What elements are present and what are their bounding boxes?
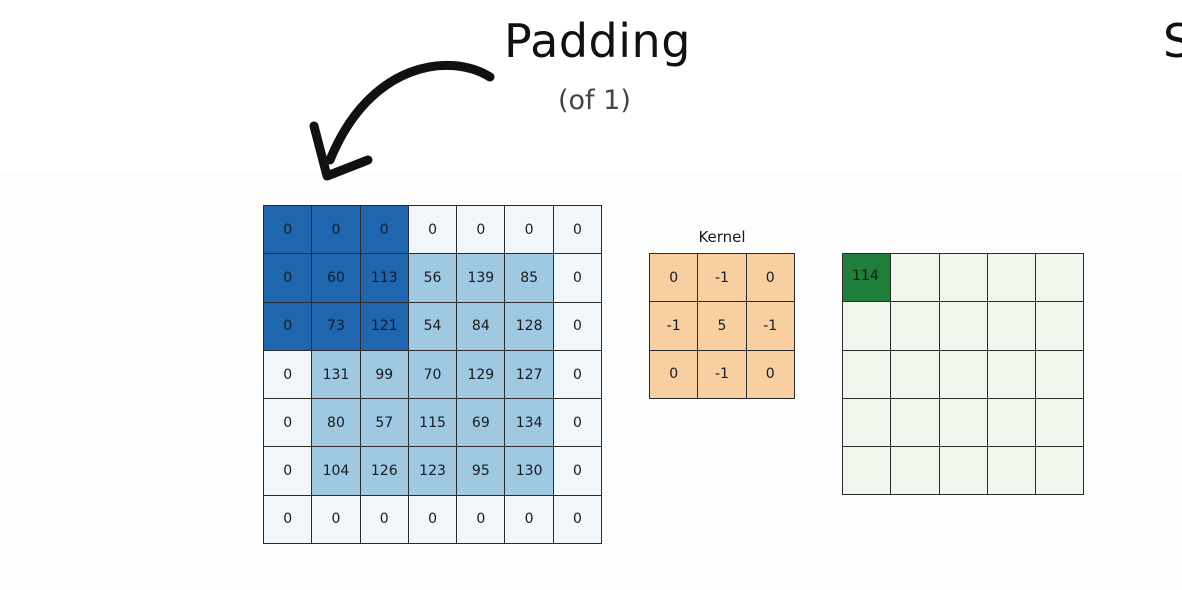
output-cell-1-4 [1036,302,1085,351]
kernel-cell-2-1: -1 [698,350,747,399]
kernel-cell-0-0: 0 [650,254,699,303]
input-cell-2-5: 128 [505,302,554,351]
input-cell-6-3: 0 [408,495,458,545]
input-cell-5-2: 126 [360,447,409,496]
input-cell-5-3: 123 [408,447,458,496]
output-cell-0-2 [939,254,988,303]
output-cell-3-3 [987,398,1037,448]
kernel-cell-2-0: 0 [650,350,699,399]
input-cell-1-1: 60 [312,254,361,303]
input-cell-3-0: 0 [264,350,313,400]
output-cell-2-0 [843,350,892,399]
output-cell-4-1 [891,447,940,496]
output-cell-0-3 [987,254,1037,303]
page-subtitle: (of 1) [558,85,631,116]
input-cell-0-6: 0 [553,206,603,255]
kernel-cell-0-1: -1 [698,254,747,303]
input-cell-6-0: 0 [264,495,313,545]
input-cell-5-0: 0 [264,447,313,496]
input-cell-3-2: 99 [360,350,409,400]
output-cell-2-2 [939,350,988,399]
input-cell-3-6: 0 [553,350,603,400]
output-cell-4-4 [1036,447,1085,496]
input-cell-2-3: 54 [408,302,458,351]
input-cell-0-2: 0 [360,206,409,255]
input-cell-3-3: 70 [408,350,458,400]
input-cell-5-4: 95 [457,447,506,496]
input-cell-4-2: 57 [360,399,409,448]
input-cell-4-5: 134 [505,399,554,448]
output-cell-1-1 [891,302,940,351]
input-cell-4-6: 0 [553,399,603,448]
input-cell-5-5: 130 [505,447,554,496]
input-cell-2-6: 0 [553,302,603,351]
output-cell-0-4 [1036,254,1085,303]
input-cell-1-3: 56 [408,254,458,303]
cropped-next-title: S [1163,14,1182,68]
input-cell-1-4: 139 [457,254,506,303]
input-cell-1-0: 0 [264,254,313,303]
input-cell-0-0: 0 [264,206,313,255]
input-cell-5-1: 104 [312,447,361,496]
kernel-cell-2-2: 0 [746,350,795,399]
output-cell-1-2 [939,302,988,351]
input-cell-6-4: 0 [457,495,506,545]
output-cell-4-2 [939,447,988,496]
output-cell-0-0: 114 [843,254,892,303]
output-cell-4-0 [843,447,892,496]
input-cell-0-1: 0 [312,206,361,255]
input-cell-6-5: 0 [505,495,554,545]
input-cell-6-1: 0 [312,495,361,545]
output-feature-map: 114 [842,253,1085,496]
curved-arrow-icon [309,60,495,181]
input-cell-4-1: 80 [312,399,361,448]
input-cell-4-0: 0 [264,399,313,448]
input-cell-2-2: 121 [360,302,409,351]
input-cell-3-4: 129 [457,350,506,400]
page-title: Padding [504,14,691,68]
output-cell-2-3 [987,350,1037,399]
output-cell-2-4 [1036,350,1085,399]
output-cell-3-4 [1036,398,1085,448]
output-cell-0-1 [891,254,940,303]
input-cell-6-2: 0 [360,495,409,545]
input-cell-0-4: 0 [457,206,506,255]
output-cell-1-3 [987,302,1037,351]
output-cell-3-0 [843,398,892,448]
input-cell-4-4: 69 [457,399,506,448]
input-cell-2-4: 84 [457,302,506,351]
kernel-cell-1-0: -1 [650,302,699,351]
kernel-label: Kernel [698,228,746,246]
input-cell-5-6: 0 [553,447,603,496]
header-band [0,0,1182,172]
input-cell-0-5: 0 [505,206,554,255]
kernel-cell-1-2: -1 [746,302,795,351]
input-cell-4-3: 115 [408,399,458,448]
output-cell-2-1 [891,350,940,399]
input-cell-3-1: 131 [312,350,361,400]
input-cell-1-2: 113 [360,254,409,303]
output-cell-3-2 [939,398,988,448]
input-cell-2-1: 73 [312,302,361,351]
output-cell-4-3 [987,447,1037,496]
output-cell-3-1 [891,398,940,448]
output-cell-1-0 [843,302,892,351]
input-cell-1-6: 0 [553,254,603,303]
input-cell-2-0: 0 [264,302,313,351]
input-cell-0-3: 0 [408,206,458,255]
input-cell-1-5: 85 [505,254,554,303]
input-cell-6-6: 0 [553,495,603,545]
kernel-cell-1-1: 5 [698,302,747,351]
input-cell-3-5: 127 [505,350,554,400]
kernel-cell-0-2: 0 [746,254,795,303]
